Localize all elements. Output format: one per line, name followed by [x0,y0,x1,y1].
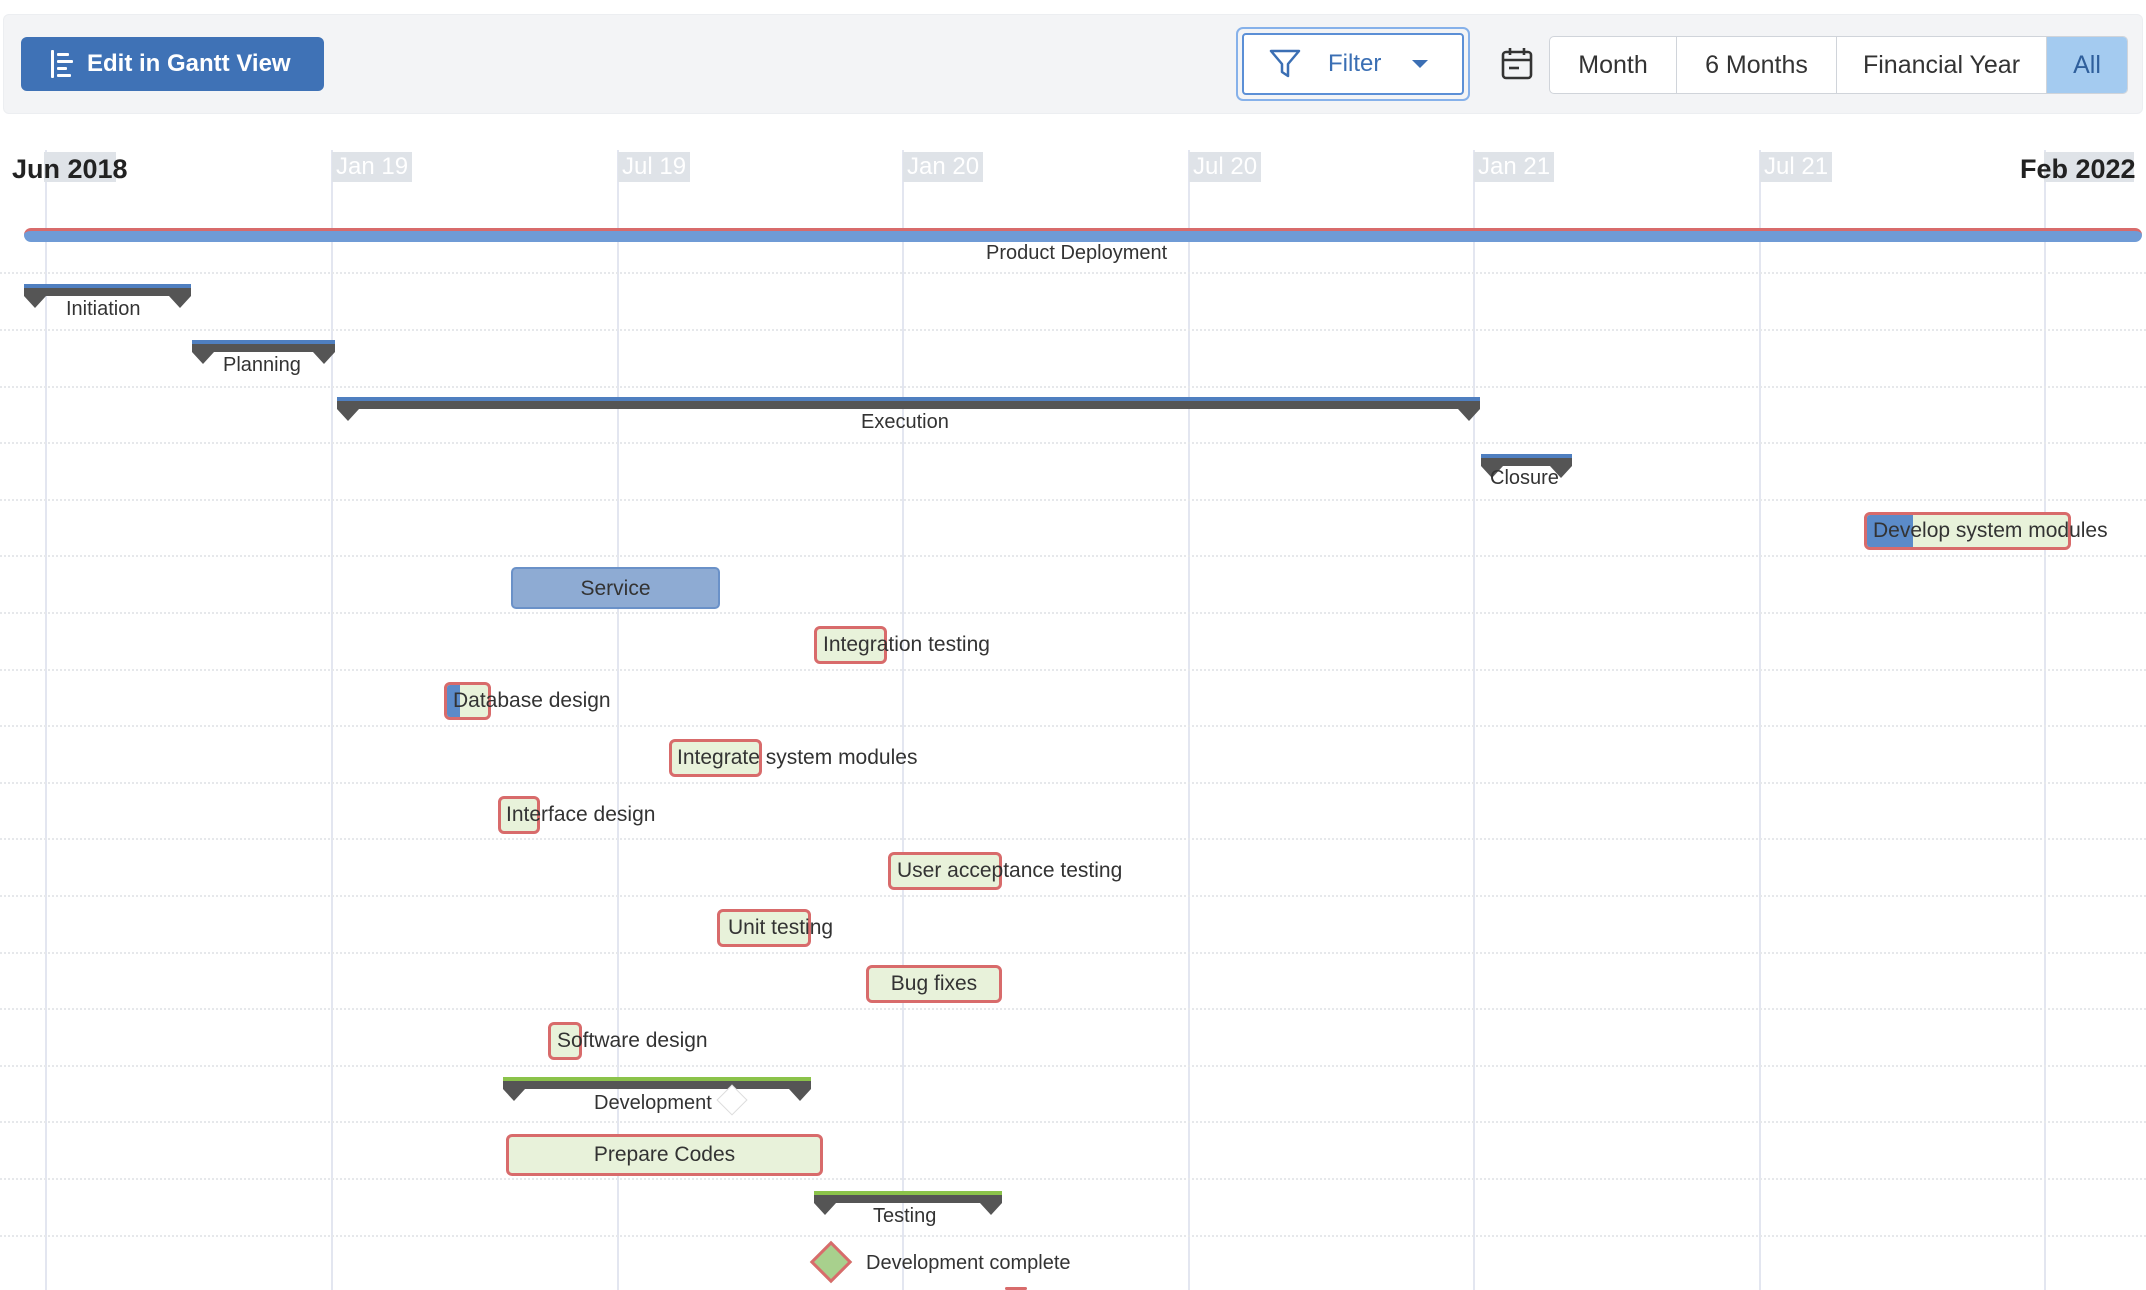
gridline [331,150,333,1290]
prepare-codes-label: Prepare Codes [593,1143,736,1166]
integration-testing-task-bar[interactable] [814,626,887,664]
row-divider [0,895,2146,897]
unit-testing-label: Unit testing [728,916,834,939]
tick-label: Jul 21 [1760,152,1833,182]
product-deployment-label: Product Deployment [986,242,1168,264]
bug-fixes-label: Bug fixes [890,972,978,995]
gridline [902,150,904,1290]
user-acceptance-testing-task-bar[interactable] [888,852,1002,890]
service-label: Service [580,577,651,600]
tick-label: Jan 21 [1474,152,1555,182]
range-all-button[interactable]: All [2047,37,2127,93]
row-divider [0,442,2146,444]
row-divider [0,952,2146,954]
service-task-bar[interactable] [511,567,720,609]
development-complete-milestone[interactable] [809,1240,853,1284]
row-divider [0,499,2146,501]
row-divider [0,386,2146,388]
interface-design-label: Interface design [506,803,656,826]
development-milestone-marker [716,1084,748,1116]
filter-button[interactable]: Filter [1242,33,1464,95]
row-divider [0,612,2146,614]
execution-label: Execution [861,411,949,433]
tick-box [44,152,116,182]
range-selector: Month 6 Months Financial Year All [1549,36,2128,94]
develop-system-modules-task-bar[interactable] [1864,512,2071,550]
testing-summary-bar[interactable] [814,1191,1002,1215]
edit-in-gantt-view-label: Edit in Gantt View [87,50,291,77]
gridline [2044,150,2046,1290]
integration-testing-label: Integration testing [823,633,990,656]
user-acceptance-testing-label: User acceptance testing [897,859,1123,882]
row-divider [0,669,2146,671]
row-divider [0,1121,2146,1123]
closure-summary-bar[interactable] [1481,454,1572,478]
tick-label: Jul 19 [618,152,691,182]
tick-box [2044,152,2134,182]
product-deployment-bar[interactable] [24,228,2142,242]
prepare-codes-task-bar[interactable] [506,1134,823,1176]
filter-focus-ring: Filter [1236,27,1470,101]
gridline [1188,150,1190,1290]
integrate-system-modules-task-bar[interactable] [669,739,762,777]
development-label: Development [594,1092,712,1114]
range-month-button[interactable]: Month [1550,37,1677,93]
range-6-months-button[interactable]: 6 Months [1677,37,1837,93]
development-summary-bar[interactable] [503,1077,811,1101]
row-divider [0,1178,2146,1180]
filter-label: Filter [1328,50,1382,77]
calendar-icon[interactable] [1501,47,1533,81]
row-divider [0,838,2146,840]
row-divider [0,1008,2146,1010]
initiation-label: Initiation [66,298,141,320]
filter-icon [1269,49,1301,78]
edit-in-gantt-view-button[interactable]: Edit in Gantt View [21,37,324,91]
planning-label: Planning [223,354,301,376]
chevron-down-icon [1412,60,1429,68]
integrate-system-modules-label: Integrate system modules [677,746,918,769]
planning-summary-bar[interactable] [192,340,335,364]
tick-label: Jan 20 [903,152,984,182]
software-design-task-bar[interactable] [548,1022,582,1060]
closure-label: Closure [1490,467,1559,489]
testing-label: Testing [873,1205,937,1227]
development-complete-label: Development complete [866,1252,1071,1274]
row-divider [0,1065,2146,1067]
initiation-summary-bar[interactable] [24,284,191,308]
interface-design-task-bar[interactable] [498,796,540,834]
timeline-start-label: Jun 2018 [12,154,128,184]
gantt-icon [51,50,73,78]
develop-system-modules-label: Develop system modules [1873,519,2108,542]
row-divider [0,1235,2146,1237]
software-design-label: Software design [557,1029,708,1052]
range-financial-year-button[interactable]: Financial Year [1837,37,2047,93]
toolbar: Edit in Gantt View Filter Month 6 Months… [3,14,2143,114]
bug-fixes-task-bar[interactable] [866,965,1002,1003]
database-design-label: Database design [453,689,611,712]
execution-summary-bar[interactable] [337,397,1480,421]
database-design-task-bar[interactable] [444,682,491,720]
timeline-end-label: Feb 2022 [2020,154,2136,184]
next-task-bar-partial [1005,1287,1027,1290]
row-divider [0,329,2146,331]
gridline [1473,150,1475,1290]
gridline [1759,150,1761,1290]
row-divider [0,272,2146,274]
tick-label: Jan 19 [332,152,413,182]
gridline [617,150,619,1290]
row-divider [0,555,2146,557]
row-divider [0,782,2146,784]
tick-label: Jul 20 [1189,152,1262,182]
row-divider [0,725,2146,727]
gridline [45,150,47,1290]
unit-testing-task-bar[interactable] [717,909,811,947]
